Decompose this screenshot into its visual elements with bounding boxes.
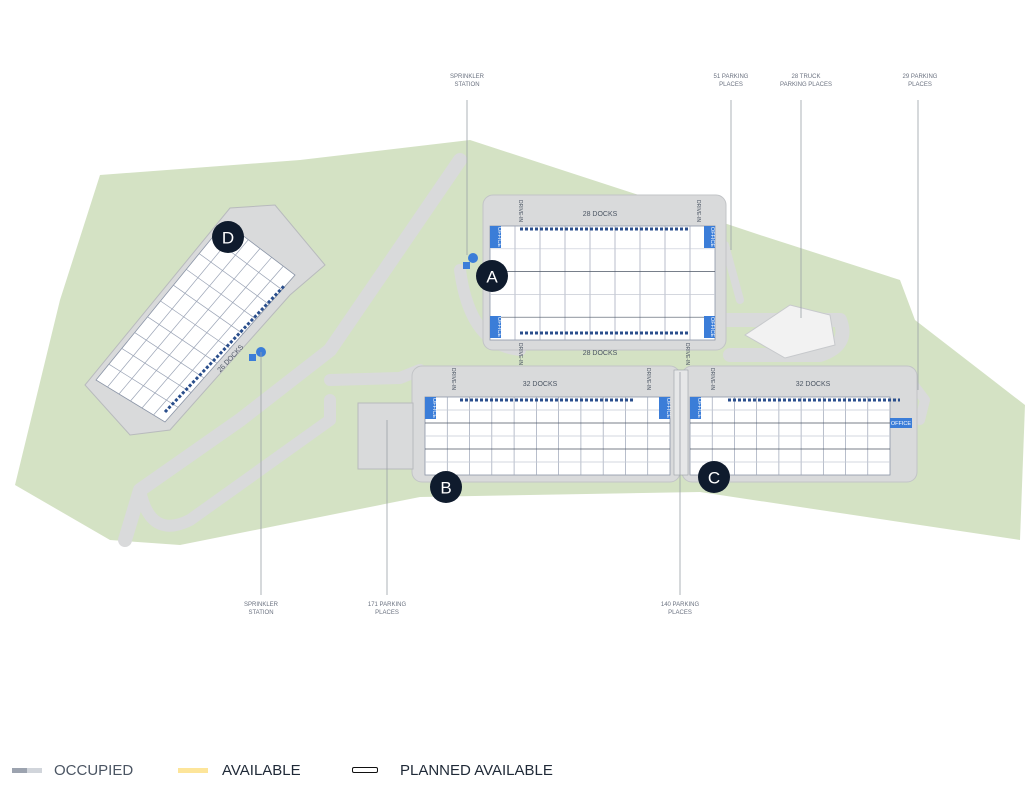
sprinkler-tank-icon bbox=[463, 262, 470, 269]
grid-line bbox=[107, 230, 237, 388]
legend-label: PLANNED AVAILABLE bbox=[400, 761, 553, 779]
svg-text:D: D bbox=[222, 229, 234, 248]
office-label: OFFICE bbox=[709, 227, 715, 247]
building-a: 28 DOCKS 28 DOCKS bbox=[482, 194, 727, 357]
drive-in-label: DRIVE-IN bbox=[684, 343, 690, 365]
building-marker-d[interactable]: D bbox=[212, 221, 244, 253]
drive-in-label: DRIVE-IN bbox=[517, 200, 523, 222]
planned-available-swatch bbox=[352, 767, 378, 773]
warehouse-grid bbox=[107, 230, 284, 416]
svg-text:A: A bbox=[486, 268, 498, 287]
building-c-docks: 32 DOCKS bbox=[796, 381, 831, 388]
legend-label: OCCUPIED bbox=[54, 761, 134, 779]
grid-line bbox=[118, 239, 249, 395]
drive-in-label: DRIVE-IN bbox=[645, 368, 651, 390]
building-b: 32 DOCKS bbox=[357, 365, 681, 483]
building-d: 26 DOCKS bbox=[84, 204, 326, 436]
legend-label: AVAILABLE bbox=[222, 761, 301, 779]
drive-in-label: DRIVE-IN bbox=[695, 200, 701, 222]
building-marker-b[interactable]: B bbox=[430, 471, 462, 503]
truck-parking-area bbox=[744, 304, 836, 359]
drive-in-label: DRIVE-IN bbox=[709, 368, 715, 390]
legend-occupied: OCCUPIED bbox=[12, 762, 133, 779]
drive-in-label: DRIVE-IN bbox=[517, 343, 523, 365]
sprinkler-tank-icon bbox=[249, 354, 256, 361]
office-label: OFFICE bbox=[665, 398, 671, 418]
warehouse-grid bbox=[490, 226, 715, 340]
office-label: OFFICE bbox=[696, 398, 702, 418]
building-marker-a[interactable]: A bbox=[476, 260, 508, 292]
available-swatch bbox=[178, 767, 208, 773]
building-a-docks-top: 28 DOCKS bbox=[583, 211, 618, 218]
office-label: OFFICE bbox=[709, 317, 715, 337]
sprinkler-station-icon bbox=[468, 253, 478, 263]
callout-lines bbox=[260, 100, 919, 595]
building-c: 32 DOCKS bbox=[673, 365, 918, 483]
office-label: OFFICE bbox=[891, 421, 911, 427]
grid-line bbox=[130, 248, 261, 402]
building-marker-c[interactable]: C bbox=[698, 461, 730, 493]
svg-text:C: C bbox=[708, 469, 720, 488]
warehouse-grid bbox=[425, 397, 670, 475]
svg-text:B: B bbox=[440, 479, 451, 498]
drive-in-label: DRIVE-IN bbox=[450, 368, 456, 390]
legend-planned-available: PLANNED AVAILABLE bbox=[352, 762, 553, 779]
occupied-swatch bbox=[12, 767, 42, 773]
building-b-docks: 32 DOCKS bbox=[523, 381, 558, 388]
office-label: OFFICE bbox=[496, 317, 502, 337]
building-a-docks-bottom: 28 DOCKS bbox=[583, 350, 618, 357]
office-label: OFFICE bbox=[431, 398, 437, 418]
grid-line bbox=[153, 265, 284, 416]
office-label: OFFICE bbox=[496, 227, 502, 247]
legend-available: AVAILABLE bbox=[178, 762, 301, 779]
grid-line bbox=[141, 257, 272, 409]
